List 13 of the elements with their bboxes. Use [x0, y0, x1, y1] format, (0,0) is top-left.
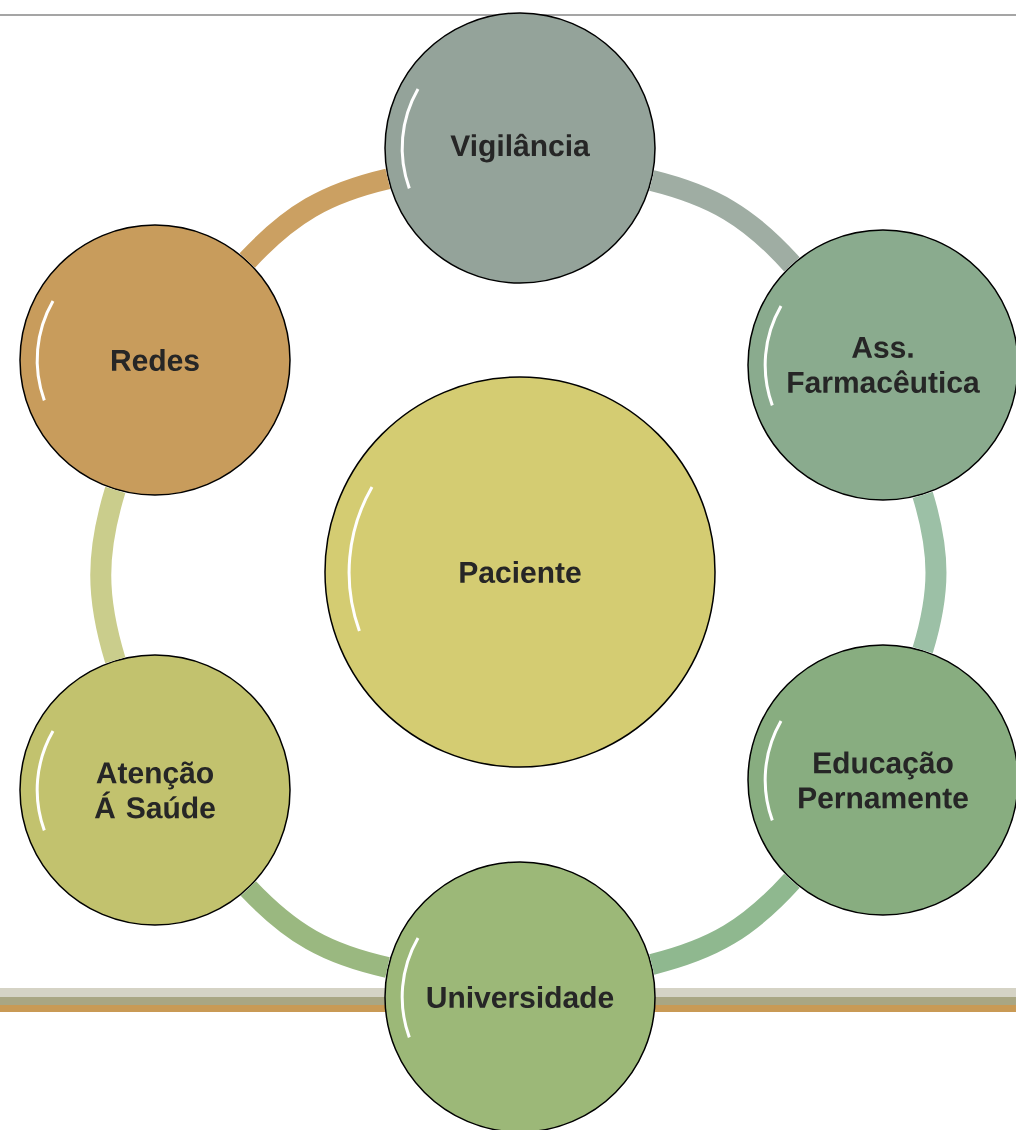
circle-node: Redes [19, 224, 291, 496]
circle-node: Paciente [324, 376, 716, 768]
circle-node: Vigilância [384, 12, 656, 284]
ring-connector [649, 170, 800, 272]
ring-connector [240, 881, 390, 978]
ring-connector [239, 168, 391, 268]
ring-connector [912, 491, 947, 654]
circle-node: Educação Pernamente [747, 644, 1016, 916]
circle-node: Ass. Farmacêutica [747, 229, 1016, 501]
ring-connector [90, 486, 126, 664]
ring-connector [649, 873, 800, 975]
circle-node: Universidade [384, 861, 656, 1130]
circle-node: Atenção Á Saúde [19, 654, 291, 926]
